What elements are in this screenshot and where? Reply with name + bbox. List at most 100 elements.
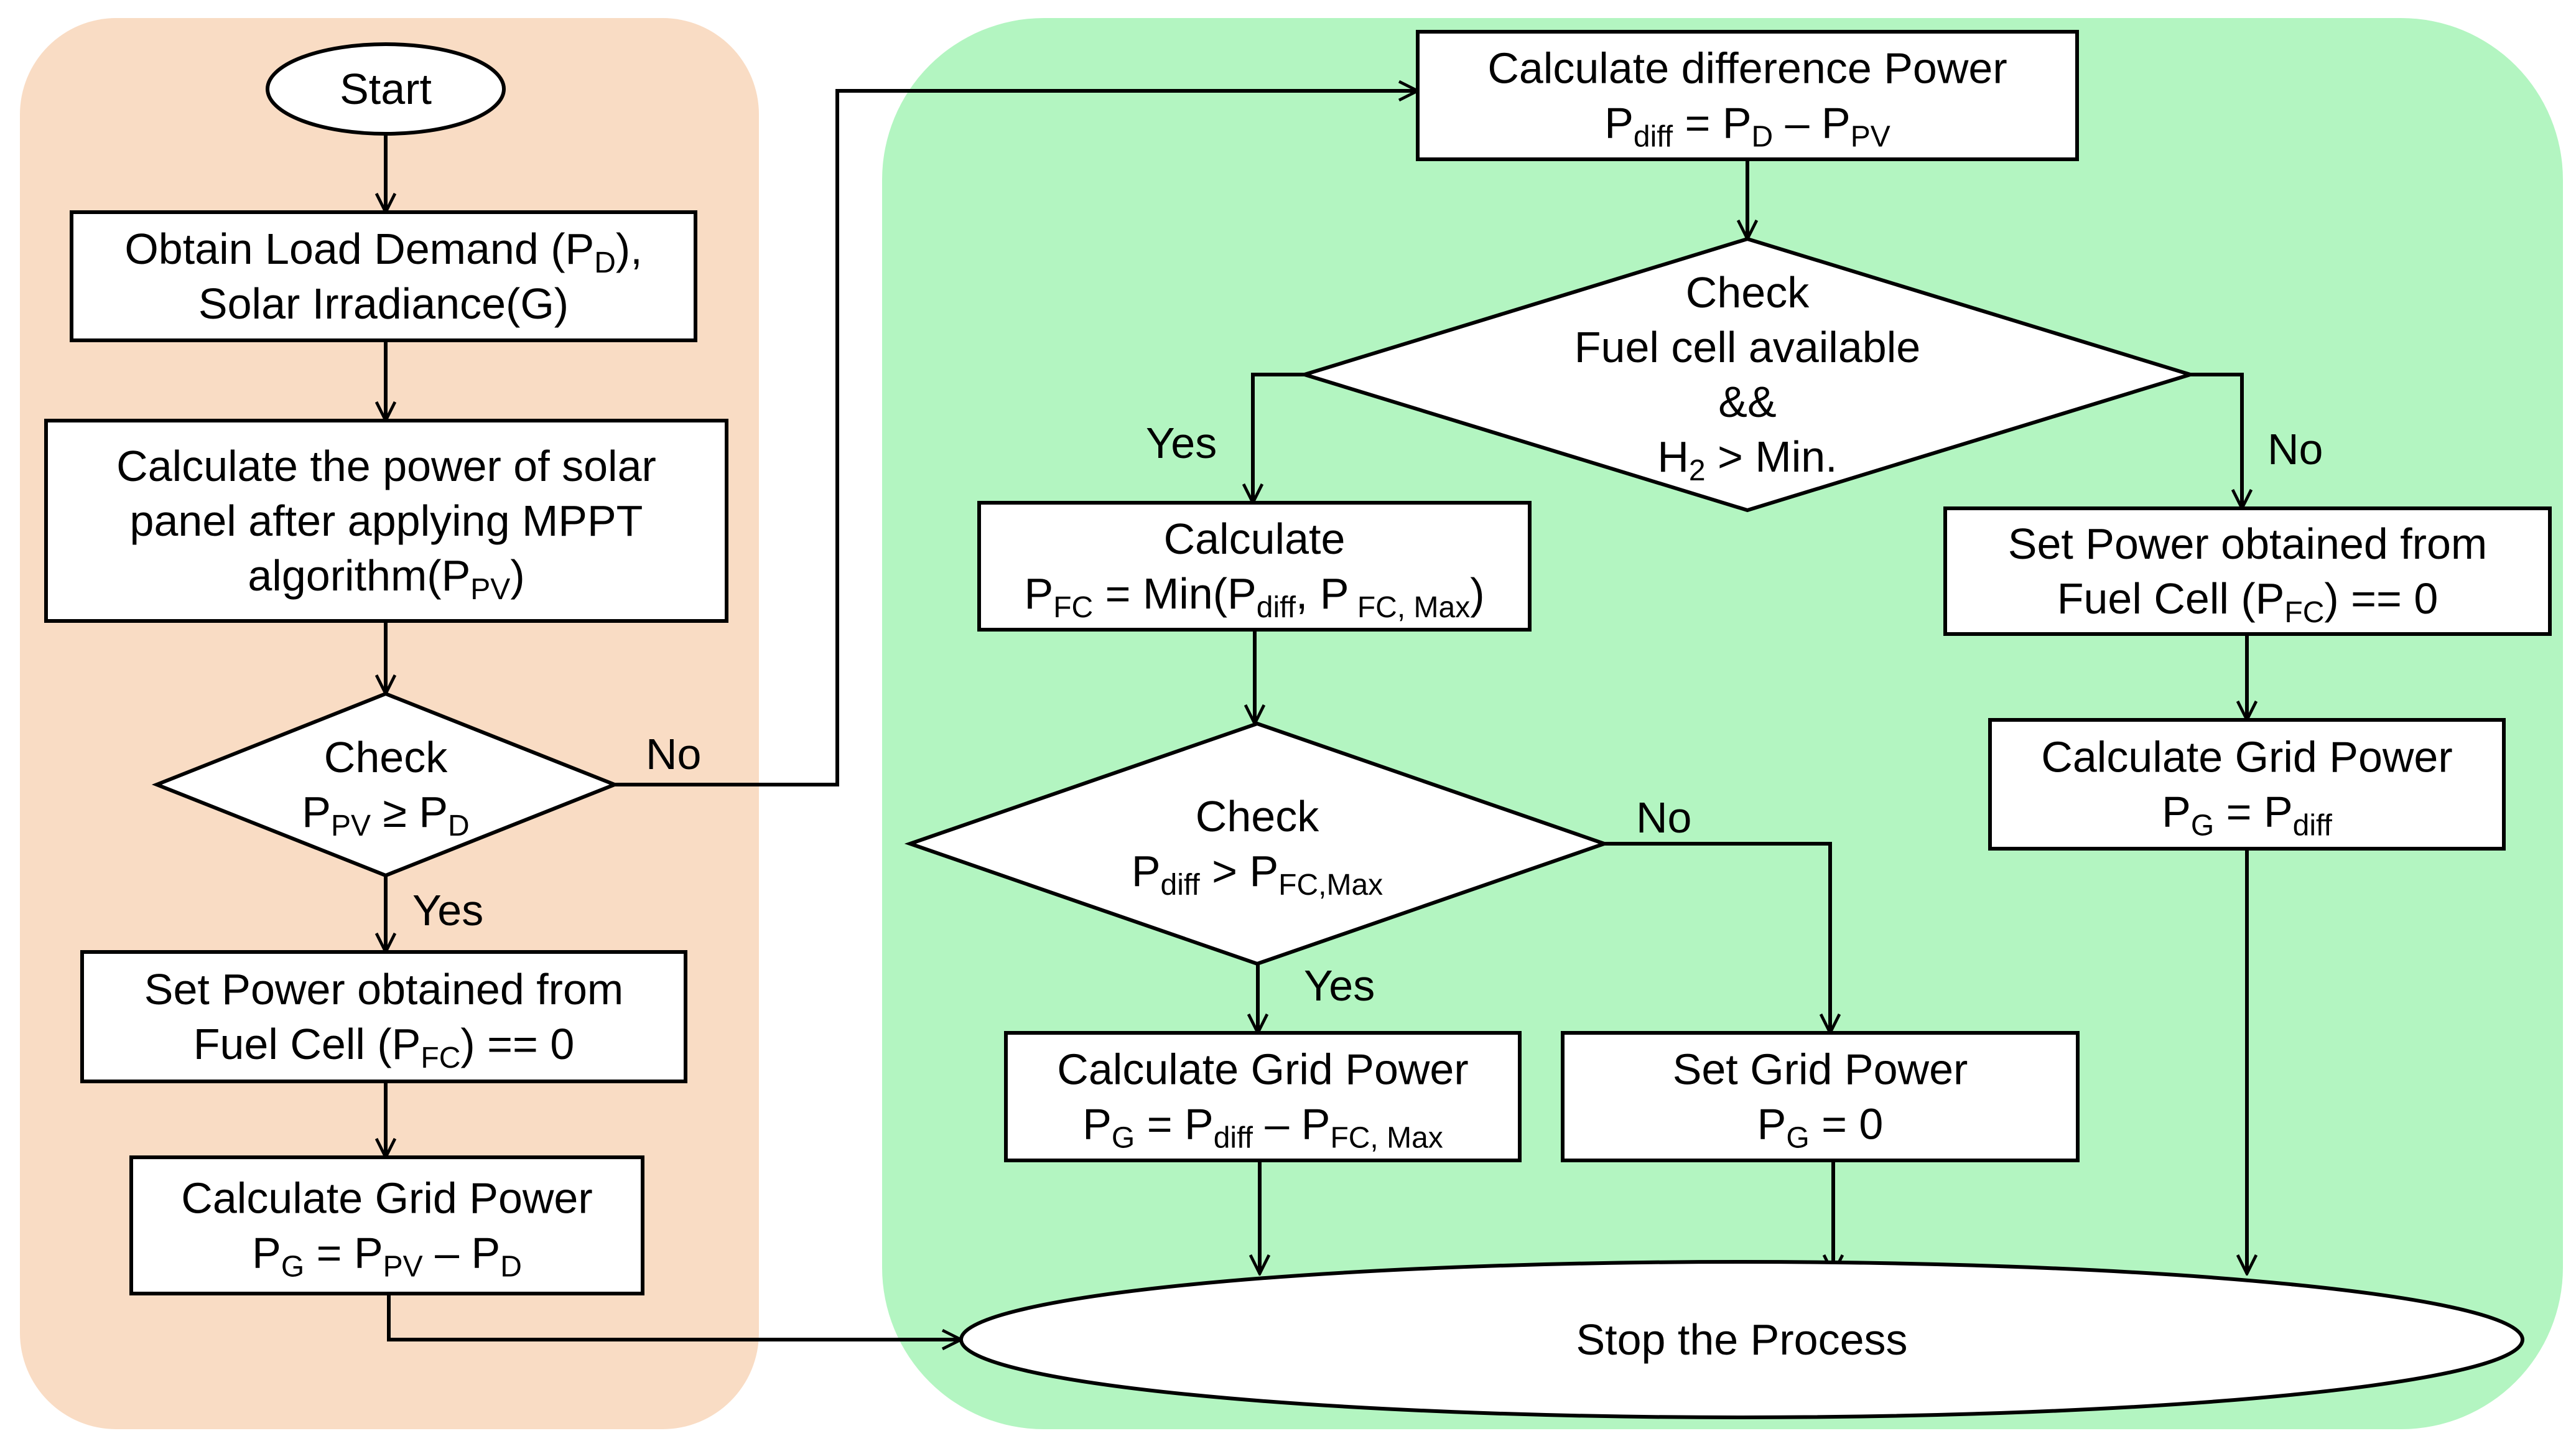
obtain-inputs-shape	[70, 210, 697, 342]
text-run: &&	[1718, 378, 1776, 426]
subscript: G	[1112, 1122, 1135, 1155]
text-run: – P	[423, 1229, 501, 1277]
subscript: FC, Max	[1330, 1122, 1443, 1155]
stop-text-line: Stop the Process	[1576, 1315, 1907, 1364]
subscript: PV	[470, 573, 510, 606]
subscript: 2	[1689, 454, 1706, 487]
text-run: = P	[1135, 1100, 1213, 1149]
check-diff-vs-fcmax-text-line: Check	[1196, 792, 1319, 841]
subscript: G	[2191, 809, 2214, 842]
subscript: FC, Max	[1349, 591, 1471, 624]
start-shape	[266, 42, 506, 136]
arrow-check-fuel-cell-to-set-fc-zero-right	[2190, 373, 2242, 508]
text-run: ) == 0	[460, 1020, 574, 1068]
calc-grid-right-text-line: Calculate Grid Power	[2041, 733, 2452, 781]
calc-grid-right-text-line: PG = Pdiff	[2162, 788, 2332, 842]
text-run: ),	[616, 225, 643, 273]
set-fc-zero-left-shape	[80, 950, 687, 1083]
text-run: Check	[1686, 268, 1810, 317]
calc-fc-power-shape	[977, 501, 1532, 632]
set-fc-zero-right-text-line: Set Power obtained from	[2008, 520, 2487, 568]
text-run: Obtain Load Demand (P	[124, 225, 594, 273]
set-grid-zero-shape	[1561, 1031, 2080, 1162]
calc-fc-power-text-line: Calculate	[1164, 515, 1346, 563]
text-run: , P	[1296, 569, 1349, 618]
calc-grid-surplus-text-line: PG = PPV – PD	[252, 1229, 522, 1284]
text-run: ≥ P	[371, 788, 448, 836]
text-run: panel after applying MPPT	[130, 497, 643, 545]
set-fc-zero-right-shape	[1943, 506, 2552, 636]
arrow-check-fuel-cell-to-calc-fc-power	[1253, 373, 1304, 503]
text-run: Stop the Process	[1576, 1315, 1907, 1364]
text-run: Check	[1196, 792, 1319, 841]
text-run: ) == 0	[2324, 574, 2438, 623]
set-grid-zero-text-line: Set Grid Power	[1673, 1045, 1968, 1094]
edge-label-no: No	[646, 730, 701, 778]
node-calc-pv-power: Calculate the power of solar panel after …	[44, 419, 728, 623]
arrow-calc-grid-surplus-to-stop	[387, 1294, 961, 1340]
calc-pv-power-text-line: Calculate the power of solar	[116, 442, 656, 490]
text-run: Set Grid Power	[1673, 1045, 1968, 1094]
subscript: G	[1786, 1122, 1809, 1155]
subscript: diff	[1634, 121, 1673, 154]
text-run: Calculate Grid Power	[181, 1174, 592, 1223]
text-run: > P	[1200, 847, 1278, 895]
text-run: Fuel cell available	[1574, 323, 1920, 371]
arrow-check-pv-vs-demand-to-calc-diff-power	[615, 91, 1418, 786]
text-run: P	[2162, 788, 2191, 836]
obtain-inputs-text-line: Solar Irradiance(G)	[198, 279, 569, 328]
subscript: FC	[1053, 591, 1093, 624]
calc-grid-surplus-shape	[129, 1155, 644, 1295]
subscript: diff	[1257, 591, 1296, 624]
calc-grid-surplus-text-line: Calculate Grid Power	[181, 1174, 592, 1223]
text-run: P	[302, 788, 331, 836]
calc-diff-power-shape	[1416, 30, 2079, 161]
subscript: D	[1752, 121, 1774, 154]
check-pv-vs-demand-shape	[151, 691, 620, 878]
check-pv-vs-demand-text-line: Check	[324, 733, 448, 781]
text-run: P	[1757, 1100, 1787, 1149]
subscript: PV	[1851, 121, 1890, 154]
text-run: P	[1132, 847, 1161, 895]
text-run: Start	[340, 65, 432, 113]
subscript: PV	[331, 809, 371, 842]
calc-pv-power-text-line: panel after applying MPPT	[130, 497, 643, 545]
subscript: G	[281, 1251, 304, 1284]
check-diff-vs-fcmax-text-line: Pdiff > PFC,Max	[1132, 847, 1383, 902]
text-run: P	[1604, 99, 1634, 147]
check-fuel-cell-text-line: H2 > Min.	[1657, 432, 1837, 487]
text-run: = P	[1673, 99, 1751, 147]
node-calc-grid-residual: Calculate Grid Power PG = Pdiff – PFC, Ma…	[1004, 1031, 1522, 1162]
calc-grid-residual-text-line: PG = Pdiff – PFC, Max	[1082, 1100, 1443, 1155]
text-run: H	[1657, 432, 1689, 481]
subscript: D	[448, 809, 470, 842]
subscript: D	[500, 1251, 522, 1284]
node-calc-grid-right: Calculate Grid Power PG = Pdiff	[1988, 718, 2506, 851]
text-run: Calculate Grid Power	[2041, 733, 2452, 781]
calc-fc-power-text-line: PFC = Min(Pdiff, P FC, Max)	[1024, 569, 1484, 624]
calc-grid-residual-text-line: Calculate Grid Power	[1057, 1045, 1468, 1094]
text-run: Fuel Cell (P	[193, 1020, 421, 1068]
calc-grid-right-shape	[1988, 718, 2506, 851]
subscript: diff	[1214, 1122, 1253, 1155]
text-run: Calculate	[1164, 515, 1346, 563]
text-run: = 0	[1810, 1100, 1884, 1149]
text-run: = P	[2214, 788, 2292, 836]
text-run: Fuel Cell (P	[2057, 574, 2285, 623]
text-run: P	[1024, 569, 1053, 618]
set-fc-zero-right-text-line: Fuel Cell (PFC) == 0	[2057, 574, 2439, 629]
text-run: – P	[1773, 99, 1851, 147]
edge-label-yes: Yes	[1146, 419, 1217, 467]
text-run: Solar Irradiance(G)	[198, 279, 569, 328]
set-grid-zero-text-line: PG = 0	[1757, 1100, 1884, 1155]
obtain-inputs-text-line: Obtain Load Demand (PD),	[124, 225, 642, 279]
subscript: FC	[2284, 596, 2324, 629]
calc-diff-power-text-line: Pdiff = PD – PPV	[1604, 99, 1890, 154]
